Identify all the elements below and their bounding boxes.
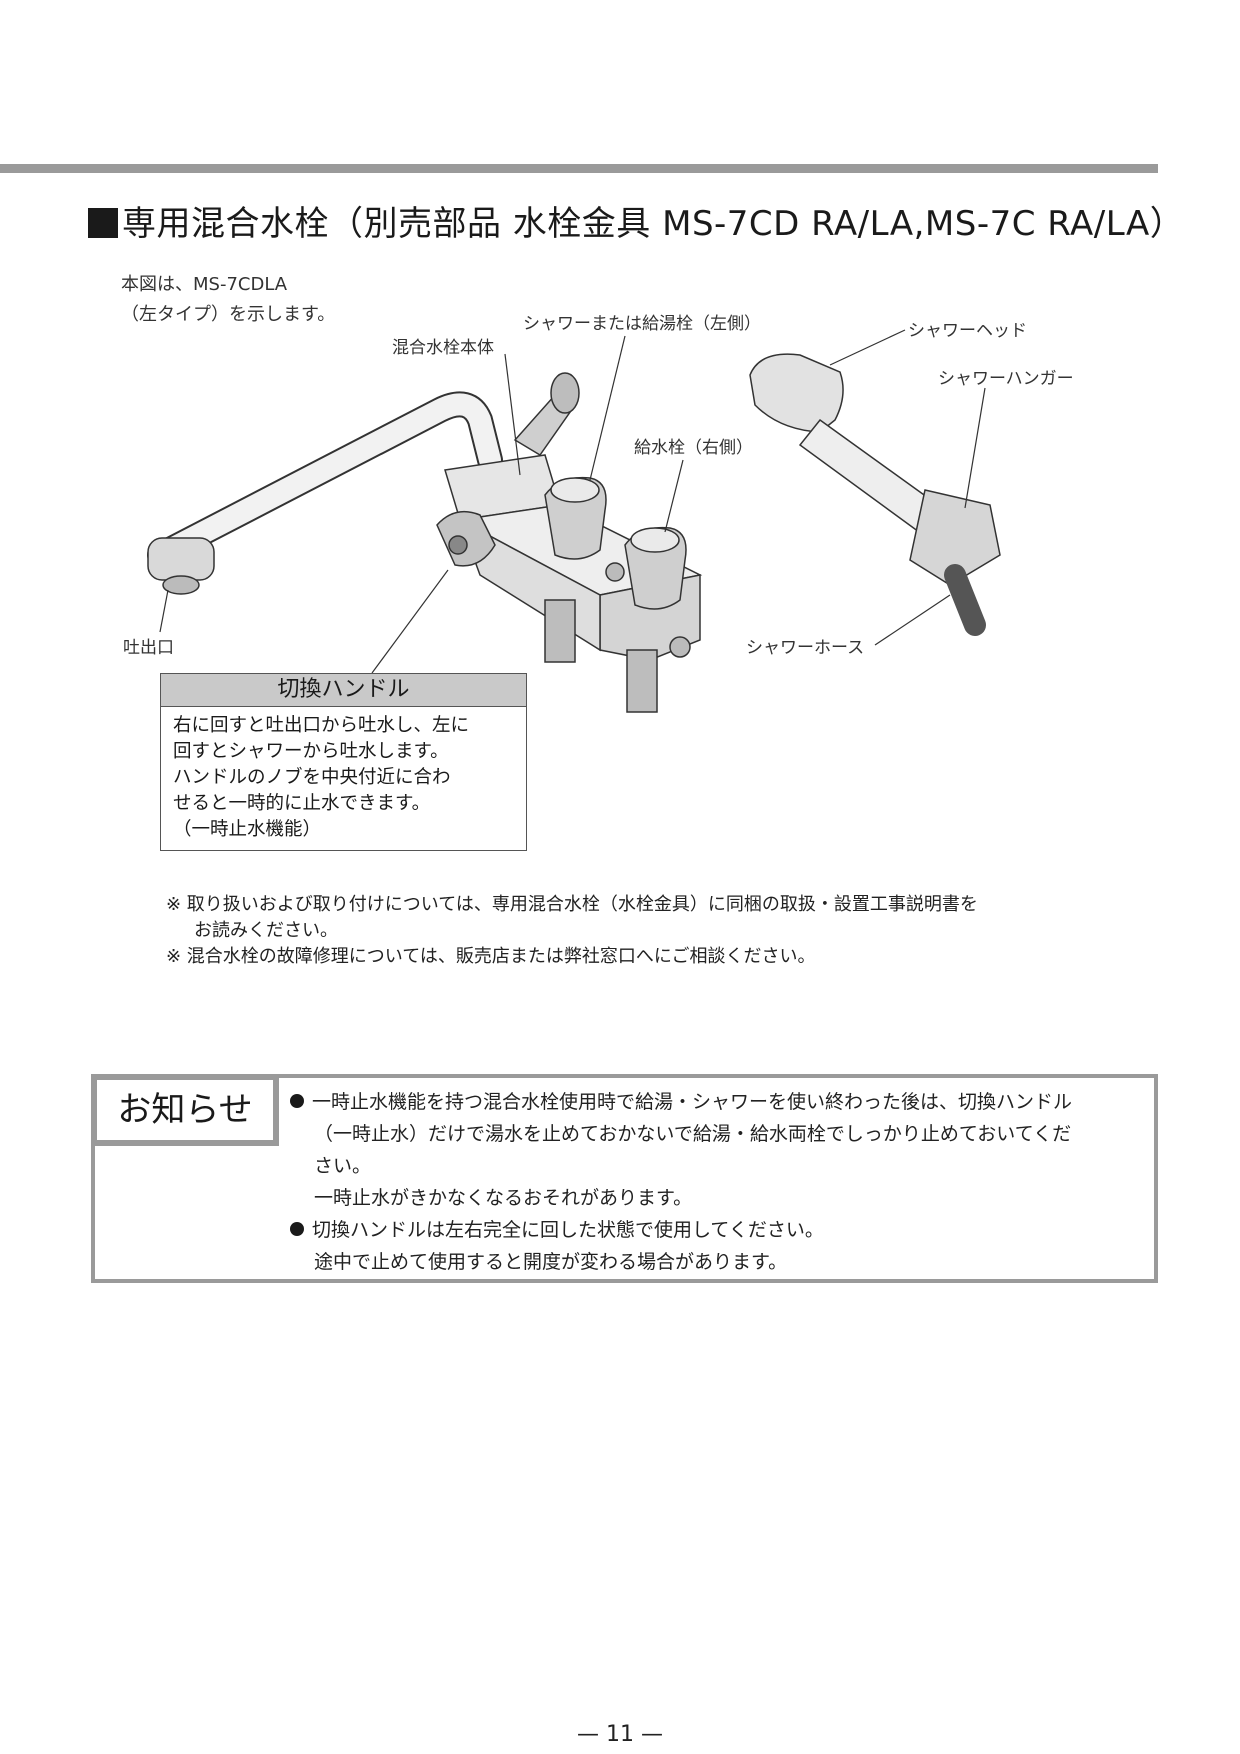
callout-shower-head: シャワーヘッド (908, 321, 1027, 341)
notice-item-2: 切換ハンドルは左右完全に回した状態で使用してください。 (290, 1214, 1072, 1246)
figure-note-line1: 本図は、MS-7CDLA (121, 274, 288, 295)
notice-item-1: 一時止水機能を持つ混合水栓使用時で給湯・シャワーを使い終わった後は、切換ハンドル (290, 1086, 1072, 1118)
switch-handle-line: ハンドルのノブを中央付近に合わ (173, 767, 451, 788)
callout-water-valve: 給水栓（右側） (634, 438, 753, 458)
section-title: 専用混合水栓（別売部品 水栓金具 MS-7CD RA/LA,MS-7C RA/L… (88, 196, 1184, 245)
notice-item-1-line2: （一時止水）だけで湯水を止めておかないで給湯・給水両栓でしっかり止めておいてくだ (314, 1123, 1072, 1145)
figure-note-line2: （左タイプ）を示します。 (121, 304, 336, 325)
switch-handle-line: 回すとシャワーから吐水します。 (173, 741, 449, 762)
notice-item-1-line3: さい。 (314, 1155, 372, 1177)
remarks: ※ 取り扱いおよび取り付けについては、専用混合水栓（水栓金具）に同梱の取扱・設置… (166, 892, 978, 970)
bullet-icon (290, 1094, 304, 1108)
top-rule (0, 164, 1158, 173)
switch-handle-line: 右に回すと吐出口から吐水し、左に (173, 715, 470, 736)
callout-shower-hanger: シャワーハンガー (938, 369, 1074, 389)
notice-item-2-line2: 途中で止めて使用すると開度が変わる場合があります。 (314, 1251, 788, 1273)
switch-handle-line: （一時止水機能） (173, 819, 322, 840)
notice-label: お知らせ (91, 1074, 279, 1146)
remark-1-cont: お読みください。 (194, 920, 338, 941)
callout-shower-or-hot-valve: シャワーまたは給湯栓（左側） (523, 314, 761, 334)
notice-item-2-line1: 切換ハンドルは左右完全に回した状態で使用してください。 (312, 1219, 824, 1241)
faucet-illustration (147, 329, 1001, 713)
notice-frame (91, 1074, 1158, 1283)
figure-note: 本図は、MS-7CDLA （左タイプ）を示します。 (121, 270, 335, 330)
callout-spout: 吐出口 (123, 638, 174, 658)
remark-1: ※ 取り扱いおよび取り付けについては、専用混合水栓（水栓金具）に同梱の取扱・設置… (166, 894, 978, 915)
callout-shower-hose: シャワーホース (746, 638, 865, 658)
switch-handle-description: 右に回すと吐出口から吐水し、左に 回すとシャワーから吐水します。 ハンドルのノブ… (161, 707, 526, 849)
bullet-icon (290, 1222, 304, 1236)
notice-item-1-line1: 一時止水機能を持つ混合水栓使用時で給湯・シャワーを使い終わった後は、切換ハンドル (312, 1091, 1073, 1113)
notice-label-text: お知らせ (97, 1080, 273, 1140)
remark-2: ※ 混合水栓の故障修理については、販売店または弊社窓口へにご相談ください。 (166, 946, 816, 967)
section-title-text: 専用混合水栓（別売部品 水栓金具 MS-7CD RA/LA,MS-7C RA/L… (122, 204, 1185, 244)
black-square-icon (88, 208, 118, 238)
page-number: — 11 — (577, 1722, 663, 1747)
notice-item-1-line4: 一時止水がきかなくなるおそれがあります。 (314, 1187, 693, 1209)
notice-body: 一時止水機能を持つ混合水栓使用時で給湯・シャワーを使い終わった後は、切換ハンドル… (290, 1086, 1072, 1278)
switch-handle-line: せると一時的に止水できます。 (173, 793, 431, 814)
callout-mixer-body: 混合水栓本体 (392, 338, 494, 358)
switch-handle-title: 切換ハンドル (161, 674, 526, 707)
switch-handle-box: 切換ハンドル 右に回すと吐出口から吐水し、左に 回すとシャワーから吐水します。 … (160, 673, 527, 851)
